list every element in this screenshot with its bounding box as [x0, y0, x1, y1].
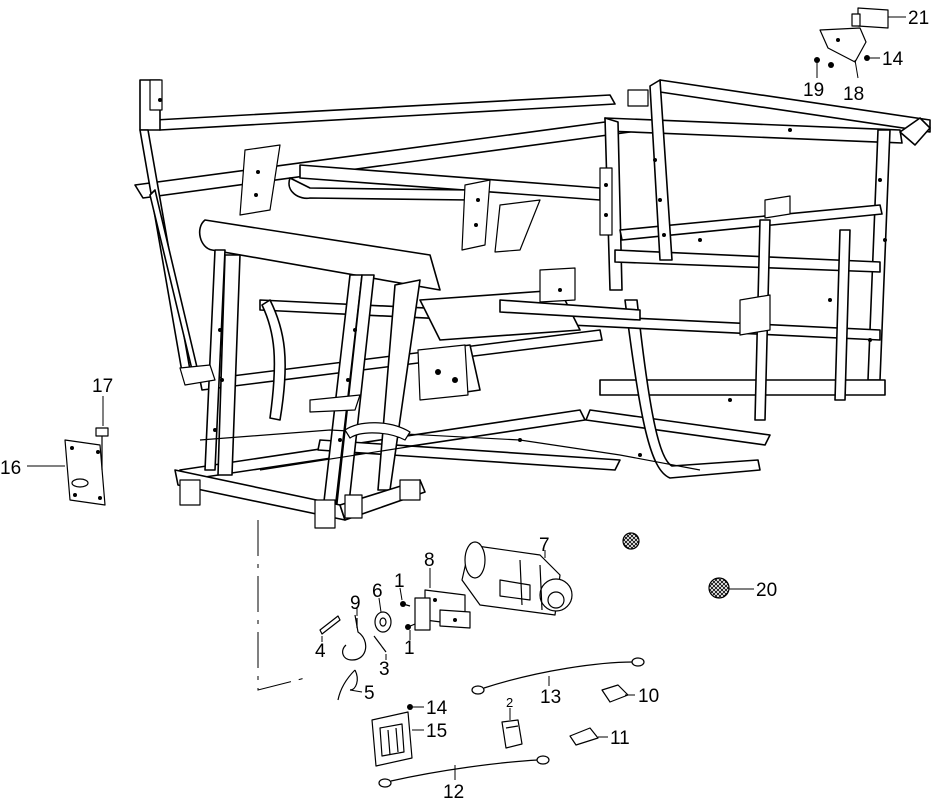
- callout-18: 18: [843, 84, 864, 105]
- rocker-switch-part: [501, 719, 523, 749]
- callout-1-upper: 1: [394, 571, 405, 592]
- callout-12: 12: [443, 782, 464, 800]
- callout-21: 20: [756, 580, 777, 601]
- winch-motor-part: [461, 541, 573, 616]
- callout-14-lower: 14: [426, 698, 448, 719]
- hitch-pin-clip-part: [337, 669, 358, 701]
- callout-19: 19: [803, 80, 824, 101]
- leader-lines: [27, 16, 906, 780]
- callout-1-lower: 1: [404, 638, 415, 659]
- cable-boot-part: [601, 684, 629, 703]
- cable-terminal-cap-part: [569, 727, 599, 746]
- callout-13: 13: [540, 687, 561, 708]
- callout-17: 17: [92, 376, 113, 397]
- callout-8: 8: [424, 550, 435, 571]
- vehicle-frame: [134, 79, 931, 529]
- callout-6: 6: [372, 581, 383, 602]
- callout-9: 9: [350, 593, 361, 614]
- callout-16: 16: [0, 458, 21, 479]
- bolt-part: [95, 427, 109, 470]
- mesh-grommet-part: [708, 577, 730, 599]
- callout-4: 4: [315, 641, 326, 662]
- mounting-path-line: [257, 520, 306, 691]
- ground-cable-part: [378, 755, 550, 788]
- winch-mount-bracket-part: [414, 589, 471, 631]
- relay-box-part: [371, 711, 413, 767]
- top-bracket-part: [819, 27, 867, 63]
- callout-14-top: 14: [882, 49, 904, 70]
- top-bolt-part: [864, 55, 870, 61]
- callout-11: 11: [610, 728, 630, 749]
- callout-3: 3: [379, 659, 390, 680]
- callout-7: 7: [539, 535, 550, 556]
- washer-small-part: [828, 62, 834, 68]
- connector-part: [851, 7, 889, 29]
- battery-cable-part: [471, 657, 645, 695]
- callout-2: 2: [506, 695, 513, 710]
- mounting-plate-part: [64, 439, 106, 506]
- callout-20: 21: [908, 8, 929, 29]
- pin-part: [319, 615, 387, 653]
- top-nut-part: [814, 57, 820, 63]
- grommet-part: [622, 532, 640, 550]
- hook-part: [342, 614, 367, 661]
- callout-15: 15: [426, 721, 447, 742]
- callout-5: 5: [364, 683, 375, 704]
- washer-part: [374, 611, 392, 633]
- callout-10: 10: [638, 686, 659, 707]
- nut-part: [407, 704, 413, 710]
- small-bolt-part: [400, 601, 416, 630]
